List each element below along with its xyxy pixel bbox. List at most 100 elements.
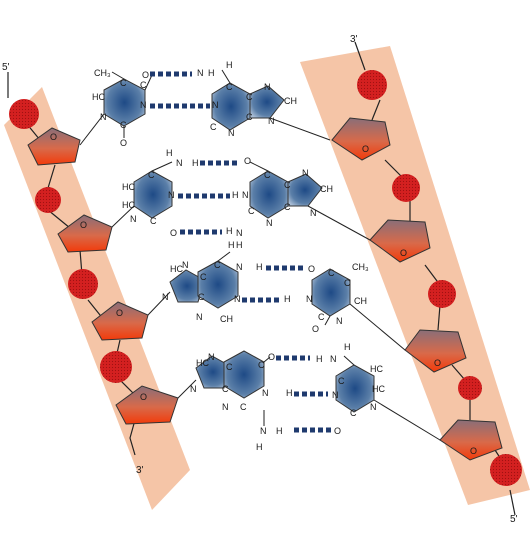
svg-text:N: N — [222, 402, 229, 412]
svg-text:O: O — [434, 358, 441, 368]
base-pair-4: HC N C C O N C N H N C N H H H N H C HC … — [177, 342, 441, 452]
svg-text:H: H — [166, 148, 173, 158]
right-sugar-4: O — [439, 419, 503, 461]
svg-text:H: H — [284, 294, 291, 304]
svg-text:O: O — [50, 132, 57, 142]
svg-text:N: N — [182, 260, 189, 270]
right-three-prime-label: 3' — [350, 34, 358, 45]
svg-text:N: N — [162, 292, 169, 302]
svg-text:O: O — [308, 264, 315, 274]
base-pair-3: H N H HC N C C N N C N CH O C C CH₃ H N … — [147, 240, 406, 351]
svg-text:HC: HC — [92, 92, 105, 102]
svg-text:N: N — [260, 426, 267, 436]
right-phosphate-4 — [458, 376, 482, 400]
svg-text:C: C — [264, 170, 271, 180]
svg-text:O: O — [140, 392, 147, 402]
svg-text:H: H — [256, 262, 263, 272]
svg-text:HC: HC — [372, 384, 385, 394]
svg-text:N: N — [234, 294, 241, 304]
right-sugar-1: O — [331, 117, 391, 161]
svg-text:CH₃: CH₃ — [94, 68, 111, 78]
adenine-imidazole-1 — [249, 85, 285, 119]
svg-text:O: O — [334, 426, 341, 436]
svg-text:N: N — [236, 228, 243, 238]
svg-text:H: H — [316, 354, 323, 364]
svg-text:O: O — [142, 70, 149, 80]
svg-text:C: C — [338, 376, 345, 386]
svg-text:N: N — [212, 100, 219, 110]
svg-text:N: N — [336, 316, 343, 326]
right-phosphate-1 — [357, 70, 387, 100]
svg-text:N: N — [197, 68, 204, 78]
svg-text:CH: CH — [284, 96, 297, 106]
svg-text:HC: HC — [370, 364, 383, 374]
left-phosphate-2 — [35, 187, 61, 213]
right-phosphate-3 — [428, 280, 456, 308]
svg-text:O: O — [170, 228, 177, 238]
svg-text:CH: CH — [320, 184, 333, 194]
svg-text:C: C — [214, 260, 221, 270]
svg-text:N: N — [268, 116, 275, 126]
svg-text:N: N — [190, 384, 197, 394]
svg-text:HC: HC — [122, 182, 135, 192]
svg-text:N: N — [228, 128, 235, 138]
svg-text:C: C — [198, 292, 205, 302]
svg-text:N: N — [176, 158, 183, 168]
left-sugar-1: O — [27, 127, 81, 166]
svg-text:C: C — [318, 312, 325, 322]
right-sugar-2: O — [369, 219, 431, 263]
svg-text:C: C — [226, 82, 233, 92]
svg-text:CH: CH — [354, 296, 367, 306]
svg-text:O: O — [470, 446, 477, 456]
svg-text:N: N — [302, 168, 309, 178]
svg-text:C: C — [258, 360, 265, 370]
svg-text:O: O — [120, 138, 127, 148]
right-phosphate-2 — [392, 174, 420, 202]
svg-text:C: C — [284, 180, 291, 190]
svg-text:H: H — [208, 68, 215, 78]
svg-text:HC: HC — [122, 200, 135, 210]
guanine-ring-4 — [223, 350, 265, 399]
svg-text:O: O — [268, 352, 275, 362]
svg-text:C: C — [200, 272, 207, 282]
svg-text:O: O — [400, 248, 407, 258]
svg-text:O: O — [312, 324, 319, 334]
left-backbone-line — [7, 72, 136, 456]
svg-text:C: C — [210, 122, 217, 132]
svg-text:C: C — [246, 92, 253, 102]
left-five-prime-label: 5' — [2, 62, 10, 73]
svg-text:C: C — [240, 402, 247, 412]
svg-text:H: H — [256, 442, 263, 452]
svg-text:N: N — [310, 208, 317, 218]
svg-text:N: N — [100, 112, 107, 122]
svg-text:C: C — [248, 206, 255, 216]
svg-text:O: O — [244, 156, 251, 166]
left-phosphate-3 — [68, 269, 98, 299]
svg-text:N: N — [208, 352, 215, 362]
svg-text:N: N — [242, 190, 249, 200]
right-five-prime-label: 5' — [510, 514, 518, 525]
svg-text:H: H — [344, 342, 351, 352]
svg-text:H: H — [236, 240, 243, 250]
left-sugar-3: O — [91, 301, 149, 341]
svg-text:C: C — [344, 278, 351, 288]
svg-text:C: C — [284, 202, 291, 212]
guanine-imidazole-2 — [287, 173, 323, 207]
cytosine-ring-4 — [335, 364, 375, 413]
svg-text:CH₃: CH₃ — [352, 262, 369, 272]
svg-text:N: N — [330, 354, 337, 364]
right-phosphate-5 — [490, 454, 522, 486]
svg-text:H: H — [226, 226, 233, 236]
svg-text:H: H — [276, 426, 283, 436]
svg-text:C: C — [140, 80, 147, 90]
svg-text:HC: HC — [196, 358, 209, 368]
svg-text:N: N — [370, 402, 377, 412]
right-sugar-3: O — [404, 329, 467, 373]
svg-text:O: O — [362, 144, 369, 154]
svg-text:C: C — [148, 170, 155, 180]
svg-text:H: H — [232, 190, 239, 200]
svg-text:H: H — [226, 60, 233, 70]
svg-text:N: N — [264, 82, 271, 92]
svg-text:N: N — [266, 218, 273, 228]
